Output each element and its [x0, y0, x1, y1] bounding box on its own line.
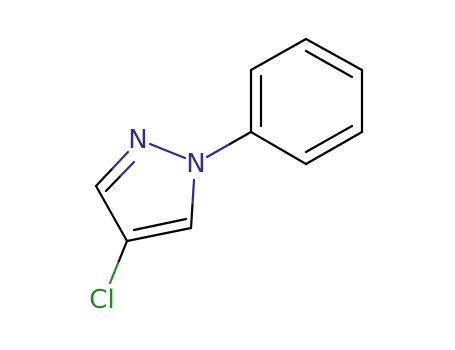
bond-c5-n1	[189, 178, 196, 230]
bond-ph-6	[249, 130, 308, 166]
bond-c3-c4	[94, 184, 129, 243]
bond-ph-3	[304, 37, 364, 72]
bond-n1-phenyl	[205, 130, 253, 159]
bond-n1-n2	[148, 142, 187, 160]
bond-c4-c5	[125, 226, 193, 243]
bond-c4-cl	[108, 239, 129, 285]
atom-n1-label: N	[186, 149, 205, 179]
bond-ph-5	[304, 130, 364, 166]
atom-cl-label: Cl	[89, 285, 114, 315]
atom-n2-label: N	[128, 125, 147, 155]
bond-c4-c5-inner	[132, 217, 188, 232]
bond-ph-inner-2	[304, 49, 354, 79]
bond-n2-c3-inner	[104, 160, 136, 193]
bond-n2-c3	[94, 150, 130, 188]
bond-ph-2	[249, 37, 308, 72]
bond-ph-inner-3	[304, 124, 354, 154]
